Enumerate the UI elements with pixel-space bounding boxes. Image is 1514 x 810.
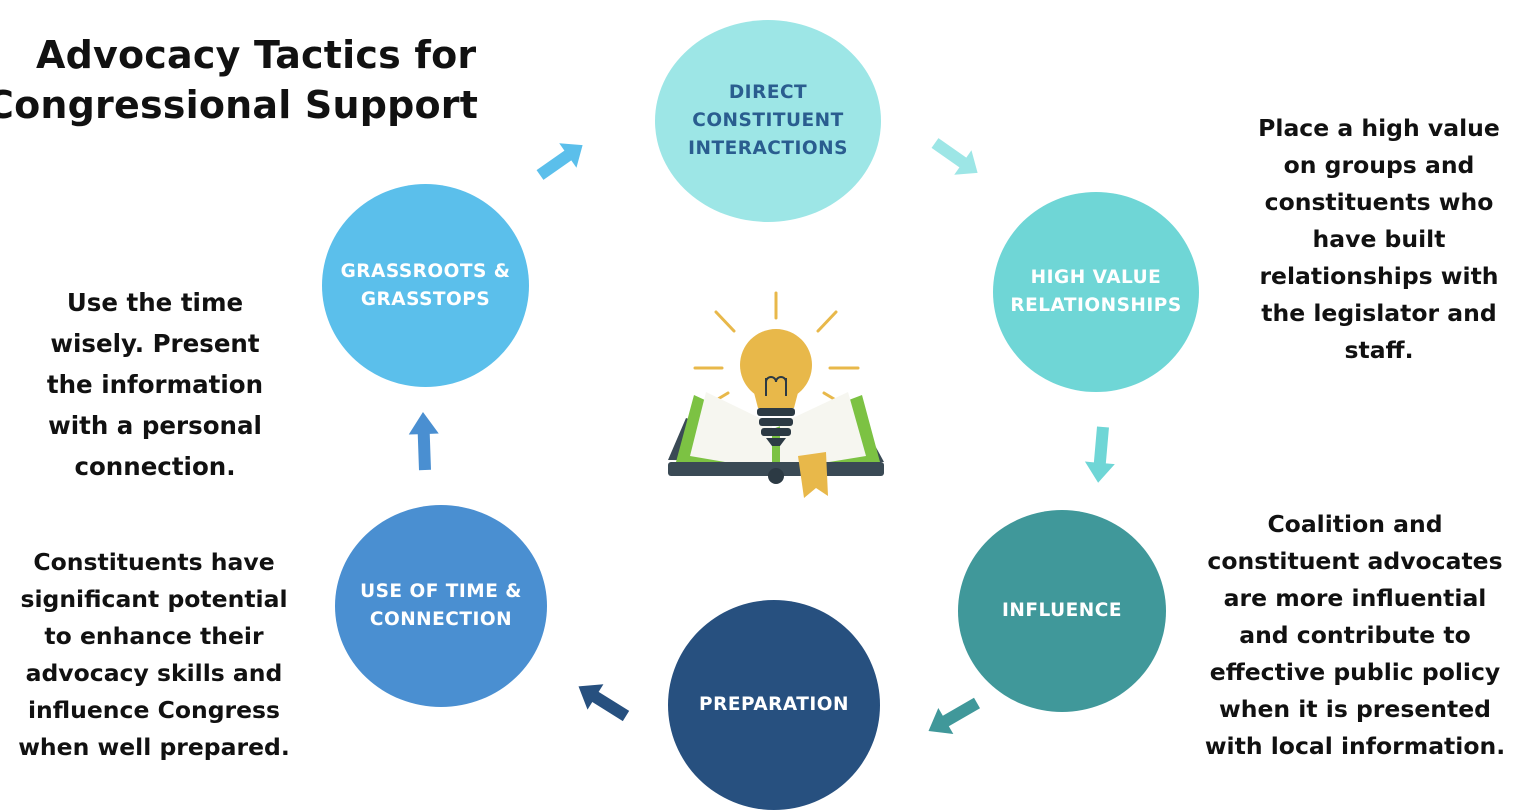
node-label: GRASSROOTS & GRASSTOPS xyxy=(340,260,511,310)
node-preparation: PREPARATION xyxy=(668,600,880,810)
note-preparation: Constituents have significant potential … xyxy=(18,548,290,761)
node-label: USE OF TIME & CONNECTION xyxy=(360,581,522,630)
node-influence: INFLUENCE xyxy=(958,510,1166,712)
node-direct-constituent-interactions: DIRECT CONSTITUENT INTERACTIONS xyxy=(655,20,881,222)
node-label: HIGH VALUE RELATIONSHIPS xyxy=(1010,267,1182,316)
arrow-use-of-time-to-grassroots xyxy=(408,412,439,471)
node-high-value-relationships: HIGH VALUE RELATIONSHIPS xyxy=(993,192,1199,392)
node-label: DIRECT CONSTITUENT INTERACTIONS xyxy=(688,82,848,159)
page-title: Advocacy Tactics for Congressional Suppo… xyxy=(0,30,506,130)
arrow-grassroots-to-direct xyxy=(536,143,583,180)
note-influence: Coalition and constituent advocates are … xyxy=(1204,510,1506,760)
node-label: INFLUENCE xyxy=(1002,600,1122,621)
node-use-of-time-connection: USE OF TIME & CONNECTION xyxy=(335,505,547,707)
note-high-value: Place a high value on groups and constit… xyxy=(1258,114,1500,364)
arrow-influence-to-preparation xyxy=(928,697,980,734)
node-label: PREPARATION xyxy=(699,694,849,715)
lightbulb-book-icon xyxy=(668,291,884,498)
arrow-preparation-to-use-of-time xyxy=(578,684,630,722)
title-line-2: Congressional Support xyxy=(0,83,479,127)
node-grassroots-grasstops: GRASSROOTS & GRASSTOPS xyxy=(322,184,529,387)
note-use-of-time: Use the time wisely. Present the informa… xyxy=(46,288,264,481)
title-line-1: Advocacy Tactics for xyxy=(36,33,477,77)
arrow-high-value-to-influence xyxy=(1084,426,1115,483)
arrow-direct-to-high-value xyxy=(931,138,978,175)
